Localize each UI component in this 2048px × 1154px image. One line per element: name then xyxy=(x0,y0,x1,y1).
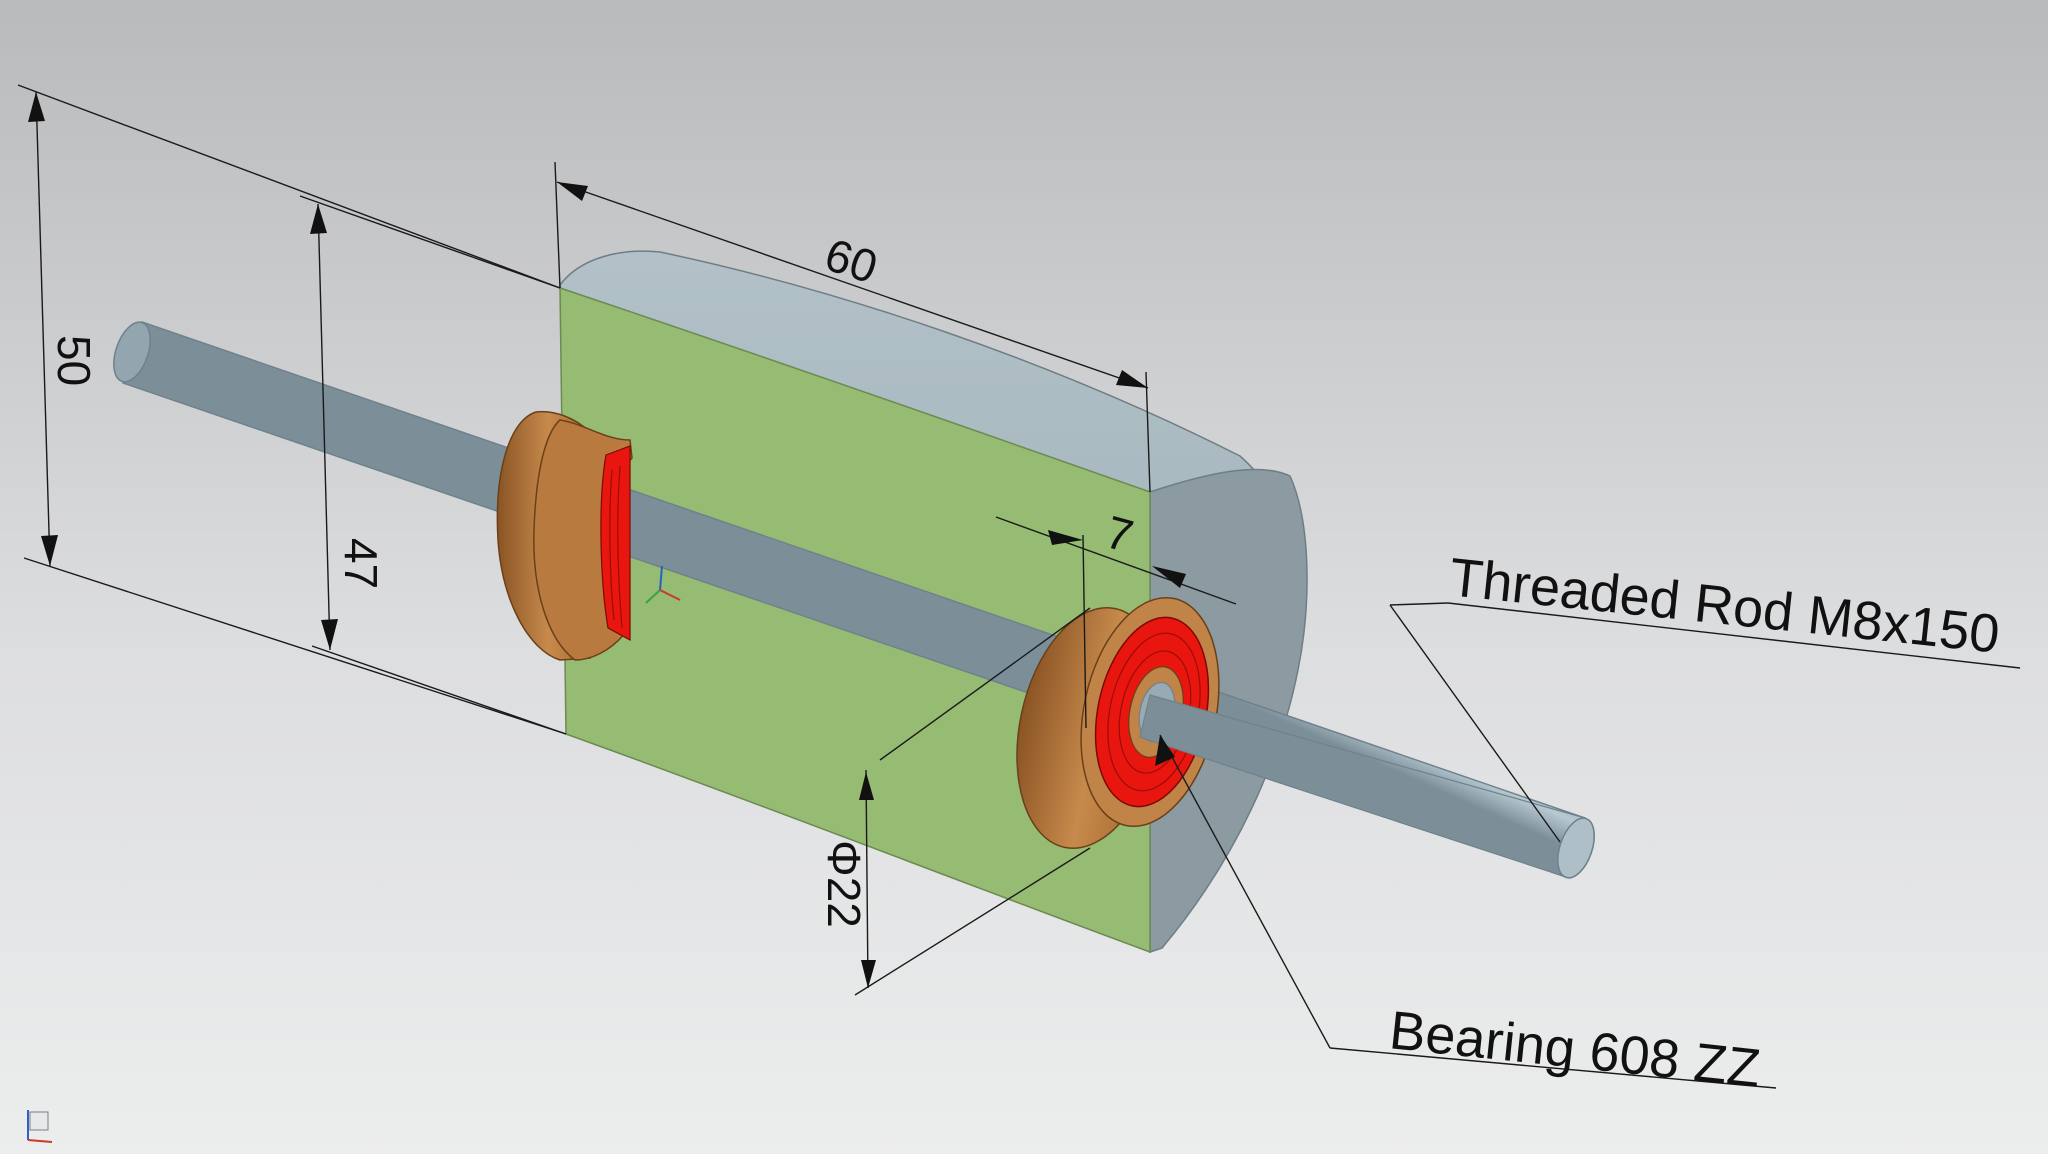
view-orientation-icon[interactable] xyxy=(27,1110,53,1143)
dimension-arrowheads xyxy=(28,92,1186,988)
bearing-left[interactable] xyxy=(496,410,633,661)
rod-end-face xyxy=(1557,817,1595,879)
coordinate-axes-icon xyxy=(645,565,681,604)
dim-bearing-diameter: Φ22 xyxy=(818,840,870,928)
dim-housing-height: 47 xyxy=(335,538,387,589)
dimension-lines xyxy=(17,84,2021,1089)
dim-overall-height: 50 xyxy=(48,335,100,386)
